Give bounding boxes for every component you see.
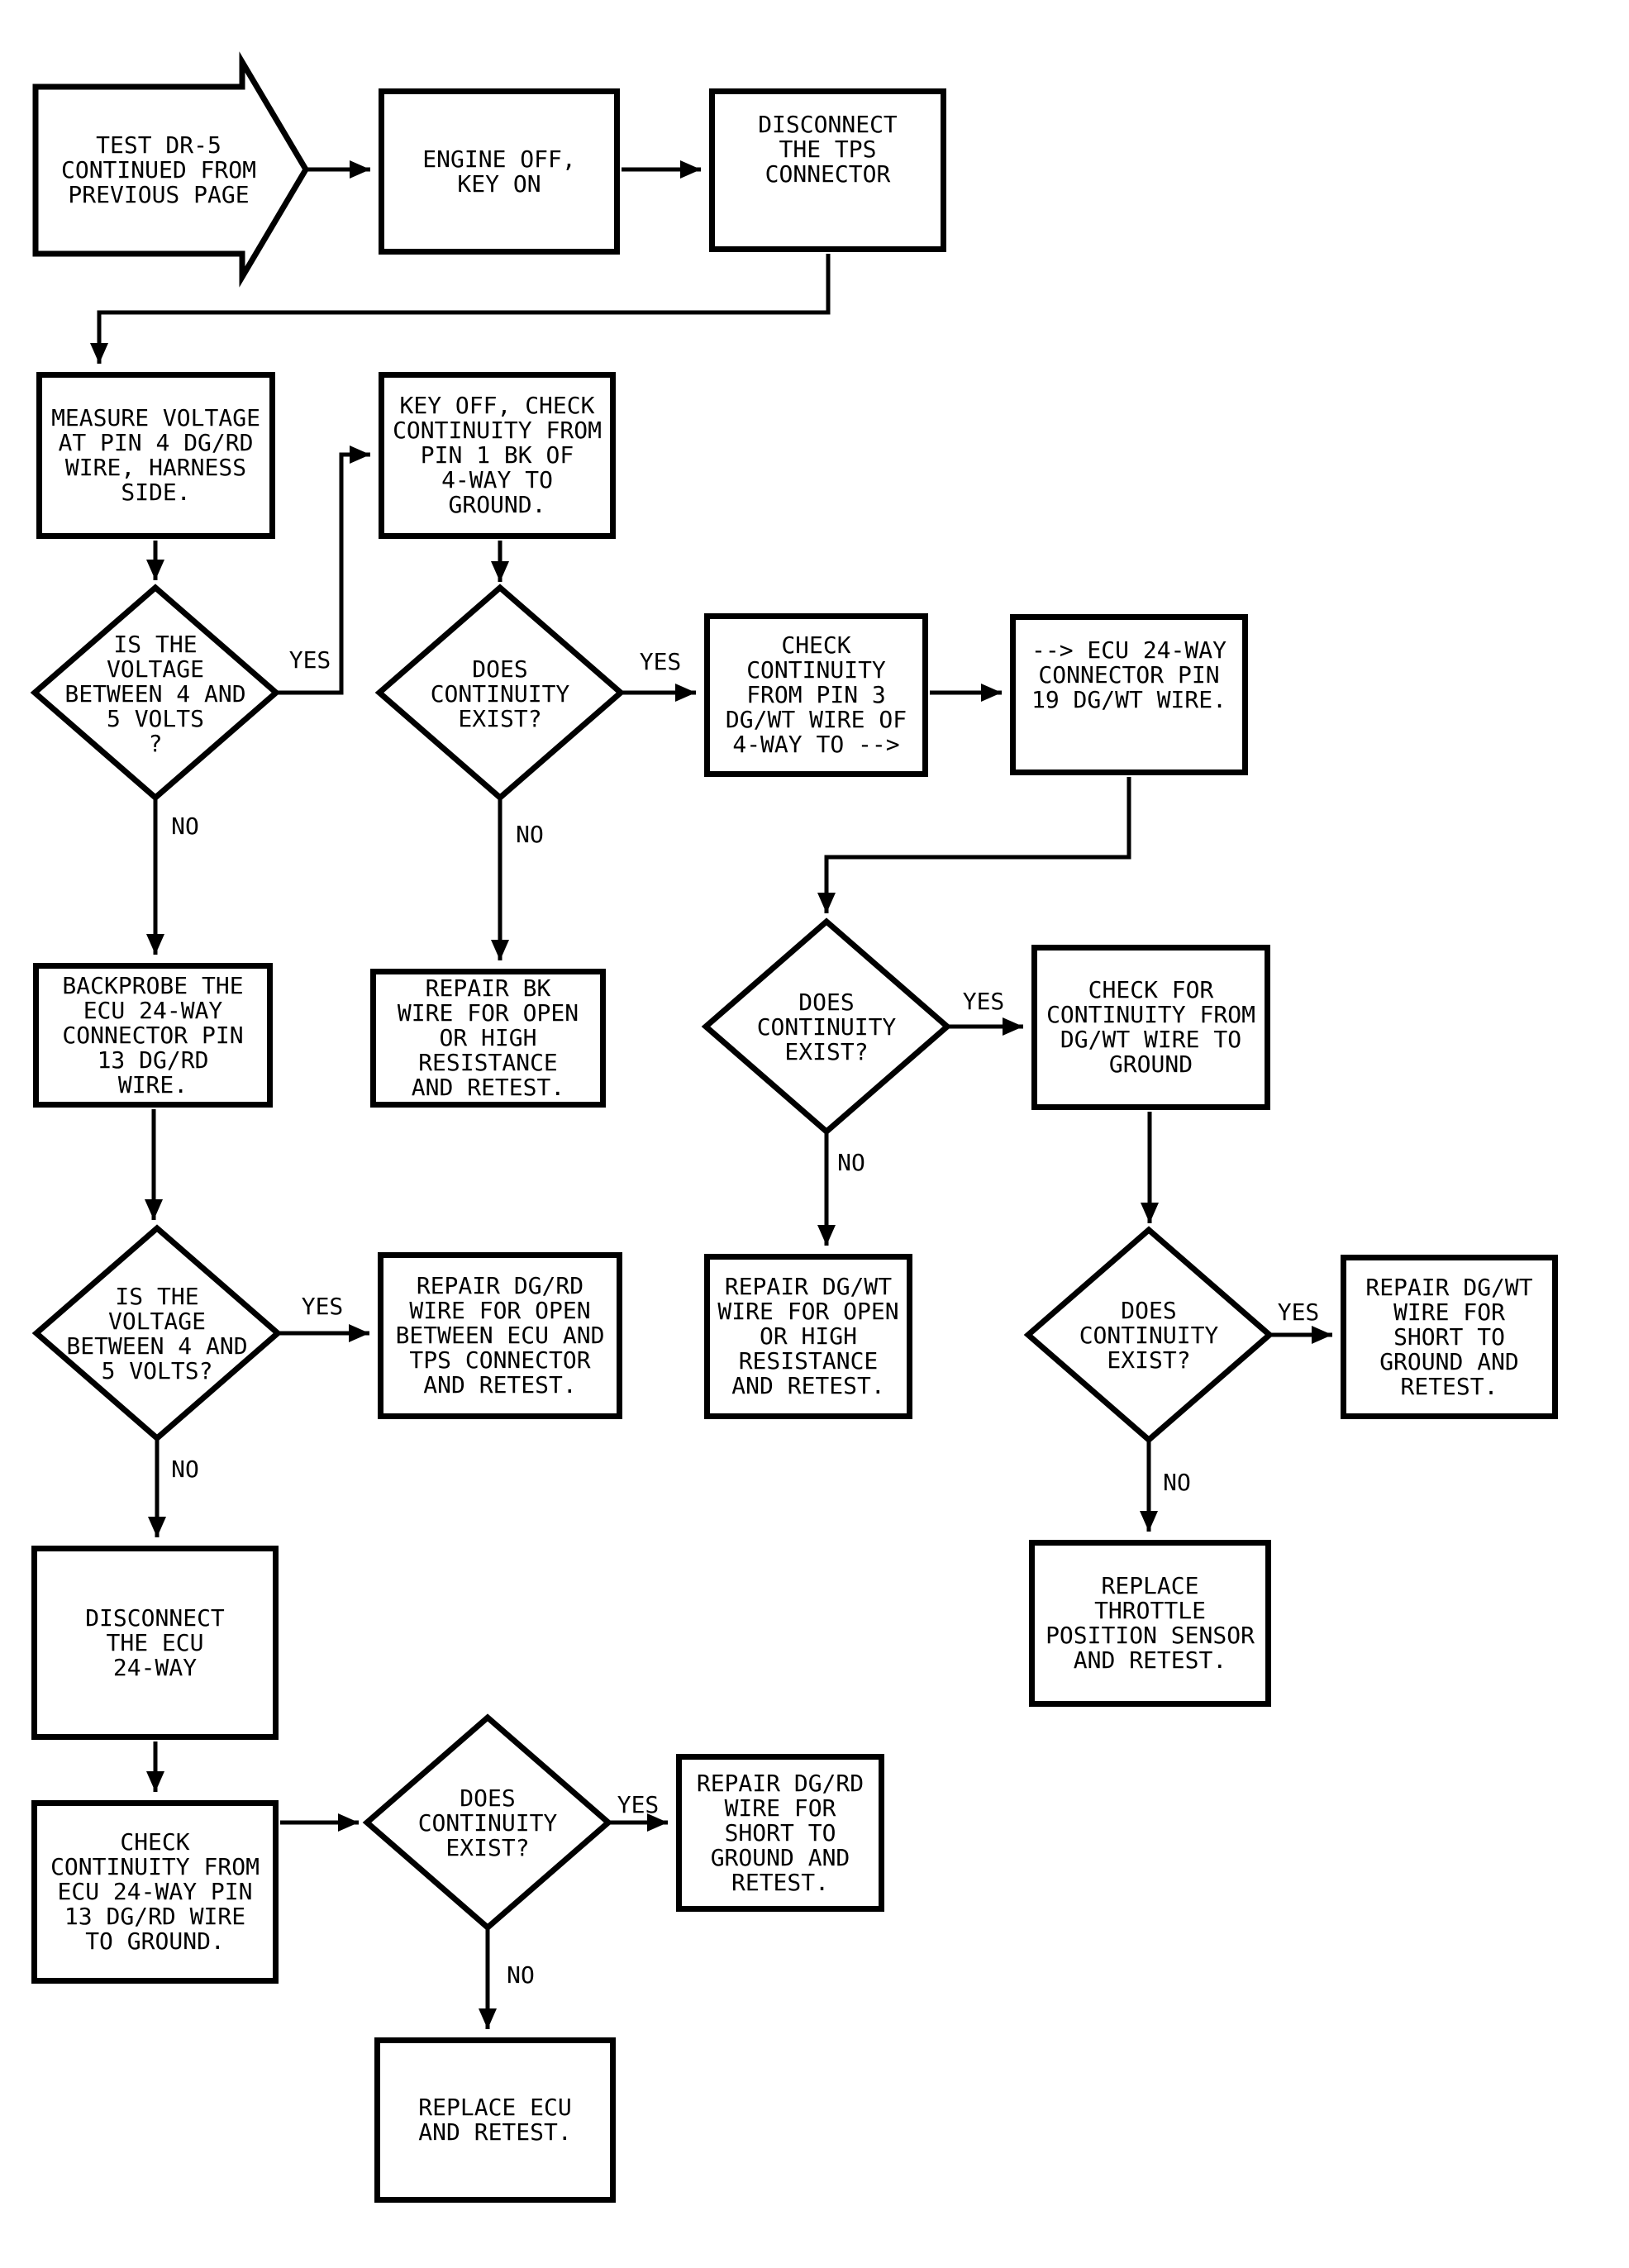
voltage-check-2-no-label: NO	[171, 1456, 199, 1483]
continuity-check-2-yes-label: YES	[962, 988, 1005, 1015]
continuity-check-2-label: DOES CONTINUITY EXIST?	[756, 989, 897, 1065]
check-dgwt-ground-box: CHECK FOR CONTINUITY FROM DG/WT WIRE TO …	[1031, 945, 1270, 1110]
engine-off-box: ENGINE OFF, KEY ON	[379, 88, 620, 255]
repair-dgwt-short-box: REPAIR DG/WT WIRE FOR SHORT TO GROUND AN…	[1341, 1255, 1558, 1419]
voltage-check-2-diamond	[31, 1224, 283, 1442]
repair-dgwt-open-box: REPAIR DG/WT WIRE FOR OPEN OR HIGH RESIS…	[704, 1254, 912, 1419]
continuity-check-3-diamond	[1023, 1226, 1274, 1444]
edge-ecu-pin19-to-continuity-check-2	[817, 777, 1131, 913]
continuity-check-1-label: DOES CONTINUITY EXIST?	[430, 655, 570, 732]
start-arrow-shape	[32, 51, 310, 288]
disconnect-tps-box: DISCONNECT THE TPS CONNECTOR	[709, 88, 946, 252]
repair-dgrd-short-box: REPAIR DG/RD WIRE FOR SHORT TO GROUND AN…	[676, 1754, 884, 1912]
start-arrow-label: TEST DR-5 CONTINUED FROM PREVIOUS PAGE	[60, 131, 256, 208]
edge-voltage-check-1-yes	[278, 446, 370, 695]
continuity-check-1-yes-label: YES	[639, 648, 682, 675]
continuity-check-1-diamond	[374, 584, 626, 802]
continuity-check-3-no-label: NO	[1163, 1469, 1191, 1496]
continuity-check-2-no-label: NO	[837, 1149, 865, 1176]
voltage-check-1-yes-label: YES	[288, 646, 331, 674]
check-pin3-box: CHECK CONTINUITY FROM PIN 3 DG/WT WIRE O…	[704, 613, 928, 777]
repair-bk-wire-box: REPAIR BK WIRE FOR OPEN OR HIGH RESISTAN…	[370, 969, 606, 1108]
disconnect-ecu-box: DISCONNECT THE ECU 24-WAY	[31, 1546, 279, 1740]
continuity-check-1-no-label: NO	[516, 821, 544, 848]
check-ecu-pin13-box: CHECK CONTINUITY FROM ECU 24-WAY PIN 13 …	[31, 1800, 279, 1984]
continuity-check-4-label: DOES CONTINUITY EXIST?	[417, 1784, 558, 1861]
repair-dgrd-open-box: REPAIR DG/RD WIRE FOR OPEN BETWEEN ECU A…	[378, 1252, 622, 1419]
voltage-check-2-yes-label: YES	[301, 1293, 344, 1320]
continuity-check-4-diamond	[362, 1713, 613, 1932]
voltage-check-1-label: IS THE VOLTAGE BETWEEN 4 AND 5 VOLTS ?	[64, 631, 246, 757]
ecu-24way-pin19-box: --> ECU 24-WAY CONNECTOR PIN 19 DG/WT WI…	[1010, 614, 1248, 775]
replace-tps-box: REPLACE THROTTLE POSITION SENSOR AND RET…	[1029, 1540, 1271, 1707]
continuity-check-4-yes-label: YES	[617, 1791, 660, 1818]
continuity-check-4-no-label: NO	[507, 1961, 535, 1989]
voltage-check-1-diamond	[30, 584, 281, 802]
measure-voltage-box: MEASURE VOLTAGE AT PIN 4 DG/RD WIRE, HAR…	[36, 372, 275, 539]
backprobe-ecu-box: BACKPROBE THE ECU 24-WAY CONNECTOR PIN 1…	[33, 963, 273, 1108]
key-off-continuity-box: KEY OFF, CHECK CONTINUITY FROM PIN 1 BK …	[379, 372, 616, 539]
voltage-check-1-no-label: NO	[171, 812, 199, 840]
continuity-check-3-label: DOES CONTINUITY EXIST?	[1079, 1297, 1219, 1374]
voltage-check-2-label: IS THE VOLTAGE BETWEEN 4 AND 5 VOLTS?	[66, 1283, 248, 1384]
edge-disconnect-tps-to-measure-voltage	[90, 254, 831, 364]
continuity-check-2-diamond	[701, 917, 952, 1136]
replace-ecu-box: REPLACE ECU AND RETEST.	[374, 2037, 616, 2203]
continuity-check-3-yes-label: YES	[1277, 1298, 1320, 1326]
